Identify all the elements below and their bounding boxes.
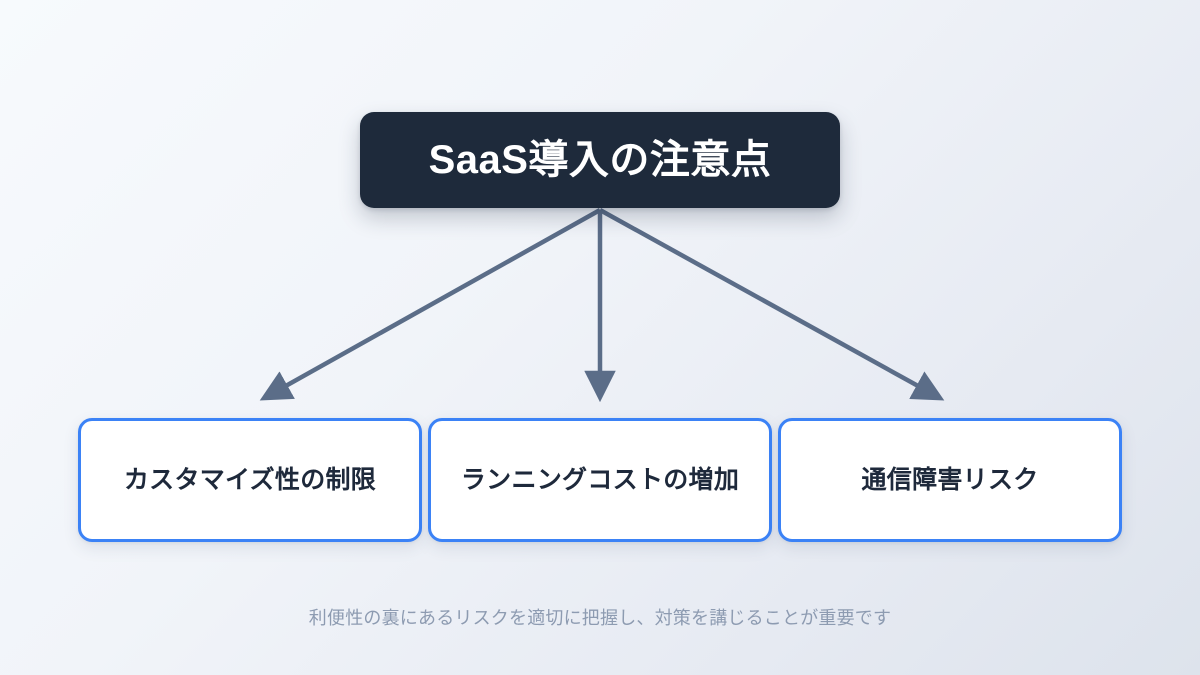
leaf-node-running-cost[interactable]: ランニングコストの増加	[428, 418, 772, 542]
leaf-node-customization-limit[interactable]: カスタマイズ性の制限	[78, 418, 422, 542]
diagram-caption: 利便性の裏にあるリスクを適切に把握し、対策を講じることが重要です	[308, 608, 892, 628]
leaf-node-label: ランニングコストの増加	[460, 465, 740, 494]
connector-right	[598, 208, 945, 401]
leaf-node-label: カスタマイズ性の制限	[123, 465, 377, 494]
root-node[interactable]: SaaS導入の注意点	[360, 112, 840, 208]
leaf-node-label: 通信障害リスク	[861, 465, 1039, 494]
connector-left	[259, 208, 602, 401]
leaf-node-network-failure-risk[interactable]: 通信障害リスク	[778, 418, 1122, 542]
root-node-label: SaaS導入の注意点	[428, 138, 772, 182]
